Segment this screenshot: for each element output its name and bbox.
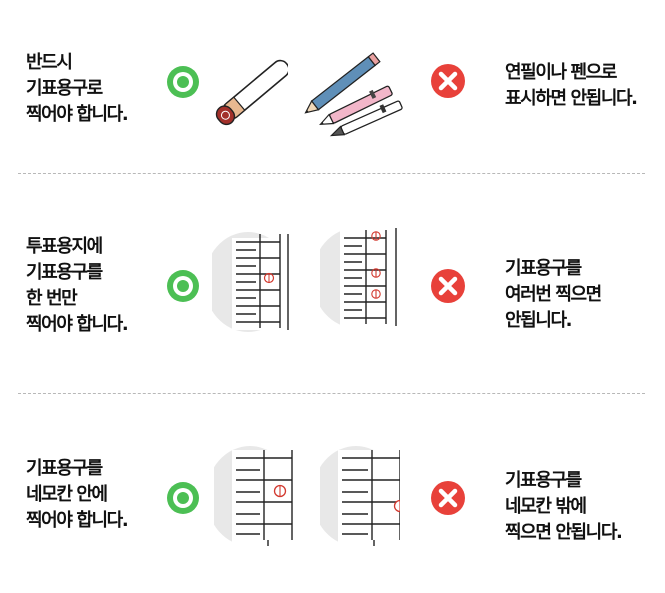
- wrong-x-icon: [431, 269, 465, 303]
- section-divider: [18, 393, 645, 394]
- rule-row-1: 반드시 기표용구로 찍어야 합니다.: [0, 0, 665, 172]
- correct-circle-icon: [167, 66, 199, 98]
- text-line: 표시하면 안됩니다.: [505, 88, 638, 109]
- ballot-inside-box-icon: [214, 446, 294, 546]
- text-line: 한 번만: [26, 288, 78, 309]
- correct-circle-icon: [167, 270, 199, 302]
- stamp-tool-icon: [215, 59, 288, 126]
- text-line: 네모칸 안에: [26, 484, 108, 505]
- text-line: 여러번 찍으면: [505, 284, 602, 305]
- ballot-multi-stamp-icon: [320, 228, 400, 328]
- section-divider: [18, 173, 645, 174]
- text-line: 연필이나 펜으로: [505, 62, 617, 83]
- wrong-x-icon: [431, 481, 465, 515]
- pencil-and-pens-icon: [304, 52, 403, 137]
- text-line: 투표용지에: [26, 236, 103, 257]
- text-line: 찍어야 합니다.: [26, 510, 129, 531]
- correct-instruction-text: 반드시 기표용구로 찍어야 합니다.: [26, 50, 129, 128]
- rule-row-3: 기표용구를 네모칸 안에 찍어야 합니다.: [0, 394, 665, 593]
- ballot-single-stamp-icon: [212, 232, 292, 332]
- ballot-outside-box-icon: [320, 446, 400, 546]
- text-line: 안됩니다.: [505, 310, 572, 331]
- text-line: 기표용구를: [505, 258, 582, 279]
- text-line: 네모칸 밖에: [505, 496, 587, 517]
- text-line: 기표용구로: [26, 78, 103, 99]
- wrong-instruction-text: 연필이나 펜으로 표시하면 안됩니다.: [505, 60, 638, 112]
- correct-instruction-text: 기표용구를 네모칸 안에 찍어야 합니다.: [26, 456, 129, 534]
- text-line: 기표용구를: [505, 470, 582, 491]
- wrong-x-icon: [431, 64, 465, 98]
- wrong-instruction-text: 기표용구를 네모칸 밖에 찍으면 안됩니다.: [505, 468, 623, 546]
- rule-row-2: 투표용지에 기표용구를 한 번만 찍어야 합니다.: [0, 174, 665, 392]
- text-line: 찍어야 합니다.: [26, 314, 129, 335]
- text-line: 찍으면 안됩니다.: [505, 522, 623, 543]
- correct-instruction-text: 투표용지에 기표용구를 한 번만 찍어야 합니다.: [26, 234, 129, 338]
- text-line: 기표용구를: [26, 458, 103, 479]
- wrong-instruction-text: 기표용구를 여러번 찍으면 안됩니다.: [505, 256, 602, 334]
- text-line: 찍어야 합니다.: [26, 104, 129, 125]
- text-line: 기표용구를: [26, 262, 103, 283]
- correct-circle-icon: [167, 482, 199, 514]
- text-line: 반드시: [26, 52, 73, 73]
